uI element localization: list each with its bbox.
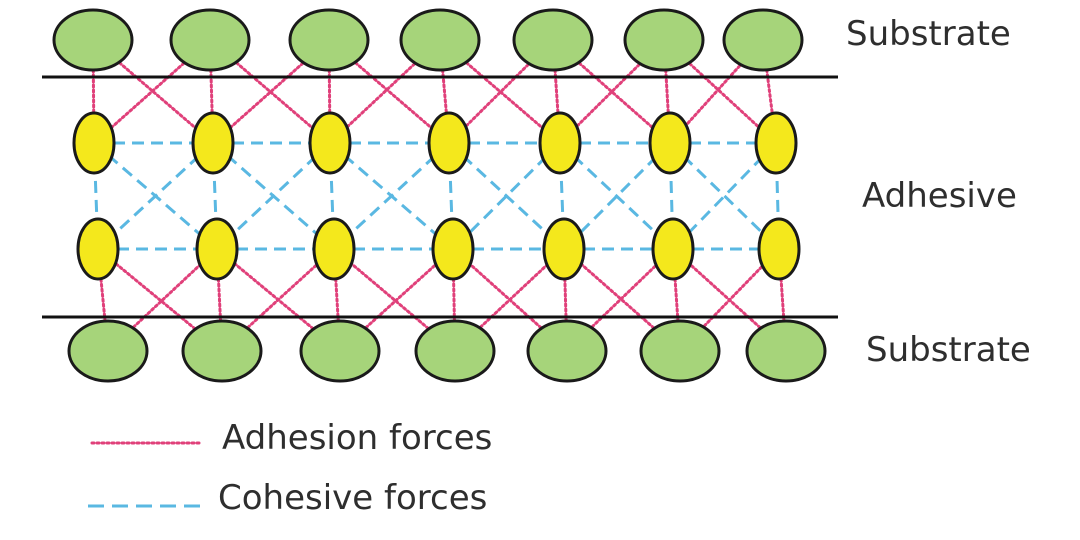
substrate-particle [512,8,594,72]
substrate-particle [414,319,496,383]
particles [52,8,827,383]
adhesive-particle [431,217,475,281]
cohesion-force-line [215,141,332,251]
substrate-particle [181,319,263,383]
adhesive-particle [72,111,116,175]
substrate-boundaries [42,75,838,319]
cohesion-force-line [332,141,451,251]
adhesive-particle [191,111,235,175]
adhesive-particle [76,217,120,281]
substrate-particle [639,319,721,383]
adhesive-particle [427,111,471,175]
adhesion-force-lines [91,38,788,353]
adhesive-particle [195,217,239,281]
substrate-particle [169,8,251,72]
adhesive-label: Adhesive [862,176,1017,216]
cohesion-force-line [447,141,566,251]
adhesive-particle [648,111,692,175]
top-substrate-label: Substrate [846,14,1011,54]
substrate-particle [67,319,149,383]
legend-adhesion-label: Adhesion forces [222,418,493,458]
legend-cohesion-label: Cohesive forces [218,478,488,518]
substrate-particle [288,8,370,72]
adhesive-particle [312,217,356,281]
cohesion-force-line [668,141,781,251]
adhesive-particle [651,217,695,281]
adhesive-particle [538,111,582,175]
adhesive-particle [757,217,801,281]
substrate-particle [722,8,804,72]
bottom-substrate-label: Substrate [866,330,1031,370]
substrate-particle [623,8,705,72]
substrate-particle [52,8,134,72]
substrate-particle [299,319,381,383]
adhesive-particle [754,111,798,175]
substrate-particle [526,319,608,383]
substrate-particle [745,319,827,383]
substrate-particle [399,8,481,72]
cohesion-force-line [96,141,215,251]
adhesive-particle [308,111,352,175]
adhesive-particle [542,217,586,281]
cohesion-force-line [558,141,675,251]
legend-swatches [88,441,202,508]
